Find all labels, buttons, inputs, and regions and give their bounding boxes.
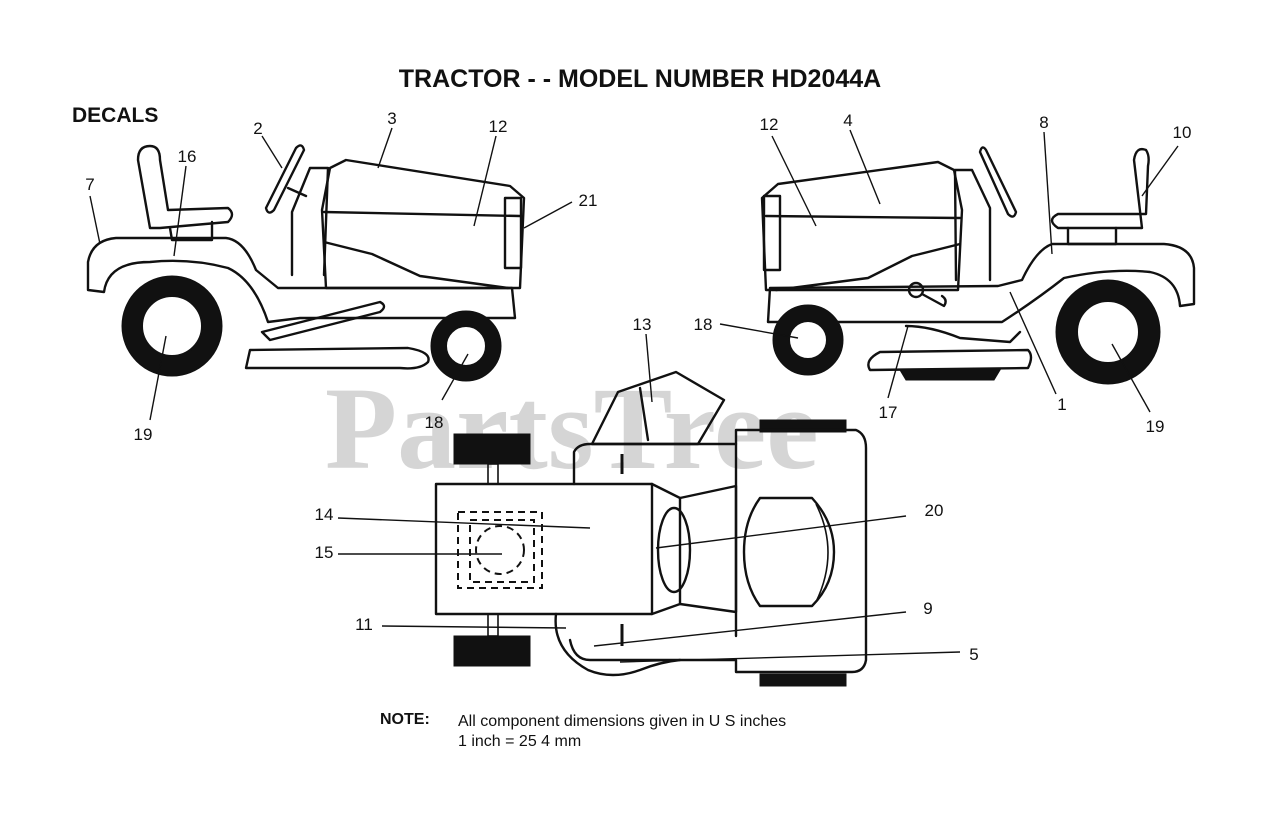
decal-area-outer bbox=[457, 511, 543, 589]
steering-top bbox=[656, 506, 692, 594]
note-line-1: All component dimensions given in U S in… bbox=[458, 713, 786, 730]
callout-12-left: 12 bbox=[489, 117, 508, 136]
lift-lever-right bbox=[904, 324, 1022, 344]
fender-curve-top bbox=[554, 612, 682, 677]
seat-seam-top bbox=[638, 386, 650, 442]
seat-post-right bbox=[1066, 226, 1118, 246]
knob-right bbox=[907, 281, 925, 299]
callout-8: 8 bbox=[1039, 113, 1048, 132]
callout-9: 9 bbox=[923, 599, 932, 618]
callout-18-right: 18 bbox=[694, 315, 713, 334]
rear-tire-top bbox=[453, 433, 531, 465]
seat-right bbox=[1050, 147, 1150, 230]
callout-2: 2 bbox=[253, 119, 262, 138]
hood-side-left bbox=[322, 240, 510, 290]
callout-7: 7 bbox=[85, 175, 94, 194]
dash-tower-left bbox=[290, 166, 330, 277]
tractor-left-side-view bbox=[86, 144, 526, 382]
rear-fender-top bbox=[434, 482, 654, 616]
hood-line-left bbox=[322, 210, 522, 218]
steering-column-left bbox=[286, 186, 308, 198]
dash-tower-right bbox=[953, 168, 992, 282]
grille-right bbox=[762, 194, 782, 272]
body-outline-top bbox=[568, 428, 868, 674]
hood-line-right bbox=[764, 214, 962, 220]
decal-area-circle bbox=[475, 525, 525, 575]
callout-21: 21 bbox=[579, 191, 598, 210]
note-line-2: 1 inch = 25 4 mm bbox=[458, 733, 581, 750]
hood-rear-top bbox=[678, 484, 738, 614]
hood-right bbox=[760, 160, 964, 292]
mower-deck-left bbox=[244, 346, 430, 370]
dimension-note: NOTE: All component dimensions given in … bbox=[380, 711, 786, 750]
callout-15: 15 bbox=[315, 543, 334, 562]
note-label: NOTE: bbox=[380, 711, 430, 728]
lever-right bbox=[920, 292, 947, 308]
tractor-right-side-view bbox=[760, 146, 1196, 385]
axle-stub-bottom bbox=[487, 613, 499, 637]
seat-left bbox=[136, 144, 234, 230]
callout-20: 20 bbox=[925, 501, 944, 520]
callout-16: 16 bbox=[178, 147, 197, 166]
steering-wheel-right bbox=[978, 146, 1018, 218]
front-hub-right bbox=[788, 320, 828, 360]
engine-rim-top bbox=[815, 503, 829, 603]
hood-left bbox=[320, 158, 526, 290]
section-label: DECALS bbox=[72, 104, 158, 127]
callout-10: 10 bbox=[1173, 123, 1192, 142]
rear-hub-right bbox=[1076, 300, 1140, 364]
seat-post-left bbox=[168, 220, 214, 242]
steering-wheel-left bbox=[264, 144, 306, 214]
callout-leaders bbox=[89, 127, 1179, 663]
callout-14: 14 bbox=[315, 505, 334, 524]
callout-numbers: 2 3 12 21 7 16 19 18 12 4 8 10 18 17 1 1… bbox=[85, 109, 1191, 664]
front-tire-bottom bbox=[759, 673, 847, 687]
mower-deck-right bbox=[867, 348, 1033, 372]
callout-19-right: 19 bbox=[1146, 417, 1165, 436]
callout-1: 1 bbox=[1057, 395, 1066, 414]
hood-side-right bbox=[774, 242, 962, 292]
dash-top bbox=[650, 482, 682, 616]
callout-18-left: 18 bbox=[425, 413, 444, 432]
page-title: TRACTOR - - MODEL NUMBER HD2044A bbox=[399, 65, 881, 93]
grille-left bbox=[503, 196, 523, 270]
callout-13: 13 bbox=[633, 315, 652, 334]
rear-tire-bottom bbox=[453, 635, 531, 667]
tractor-top-view bbox=[434, 370, 868, 687]
callout-5: 5 bbox=[969, 645, 978, 664]
body-left bbox=[86, 236, 517, 324]
watermark-text: PartsTree bbox=[325, 363, 819, 494]
callout-19-left: 19 bbox=[134, 425, 153, 444]
callout-4: 4 bbox=[843, 111, 852, 130]
rear-hub-left bbox=[141, 295, 203, 357]
callout-12-right: 12 bbox=[760, 115, 779, 134]
lift-lever-left bbox=[260, 300, 386, 342]
callout-3: 3 bbox=[387, 109, 396, 128]
callout-17: 17 bbox=[879, 403, 898, 422]
callout-11: 11 bbox=[355, 615, 373, 634]
deck-skirt-right bbox=[899, 369, 1001, 381]
decal-area-inner bbox=[469, 519, 535, 583]
body-right bbox=[766, 242, 1196, 324]
front-hub-left bbox=[445, 325, 487, 367]
